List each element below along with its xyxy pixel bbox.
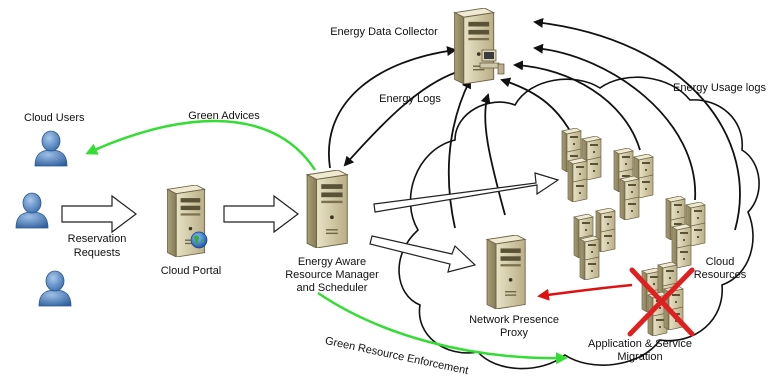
globe-icon [190, 231, 208, 249]
cloud-resources-label-line1: Cloud [706, 256, 735, 268]
green-advices-arrow [85, 119, 317, 171]
energy-usage-logs-label: Energy Usage logs [673, 82, 766, 94]
server-icon [671, 224, 692, 268]
migration-label-line2: Migration [617, 351, 662, 363]
user-icon [38, 270, 72, 307]
green-enforcement-arrow [317, 291, 568, 365]
reservation-arrow [61, 194, 137, 234]
reservation-label-line2: Requests [74, 247, 121, 259]
cloud-resources-label-line2: Resources [694, 269, 747, 281]
manager-to-proxy-arrow [369, 235, 477, 273]
cloud-users-label: Cloud Users [24, 112, 85, 124]
cloud-portal-label: Cloud Portal [161, 265, 222, 277]
labels: Energy Data Collector Energy Usage logs … [24, 26, 766, 377]
manager-label-line1: Energy Aware [298, 256, 366, 268]
energy-logs-label: Energy Logs [379, 93, 441, 105]
block-arrows [61, 172, 560, 273]
user-icon [34, 130, 68, 167]
server-icon [619, 176, 640, 220]
migration-arrow [537, 283, 633, 301]
cloud-resources-racks [561, 128, 706, 280]
migrating-servers [627, 262, 695, 337]
green-advices-label: Green Advices [188, 110, 260, 122]
cloud-portal-server [166, 185, 208, 257]
manager-to-resources-arrow [373, 172, 560, 213]
server-icon [567, 158, 588, 202]
server-icon [579, 236, 600, 280]
red-x-icon [627, 267, 695, 337]
reservation-label-line1: Reservation [68, 233, 127, 245]
resource-manager-server [306, 170, 348, 248]
manager-label-line3: and Scheduler [297, 282, 368, 294]
network-presence-proxy-server [486, 235, 526, 309]
manager-label-line2: Resource Manager [285, 269, 379, 281]
energy-data-collector-server [454, 8, 505, 84]
green-enforcement-label: Green Resource Enforcement [324, 335, 469, 377]
migration-label-line1: Application & Service [588, 338, 692, 350]
network-proxy-label-line2: Proxy [500, 327, 529, 339]
server-icon [454, 8, 495, 84]
computer-terminal-icon [479, 49, 505, 75]
user-icon [15, 192, 49, 229]
network-proxy-label-line1: Network Presence [469, 314, 559, 326]
energy-data-collector-label: Energy Data Collector [330, 26, 438, 38]
portal-to-manager-arrow [223, 194, 299, 234]
